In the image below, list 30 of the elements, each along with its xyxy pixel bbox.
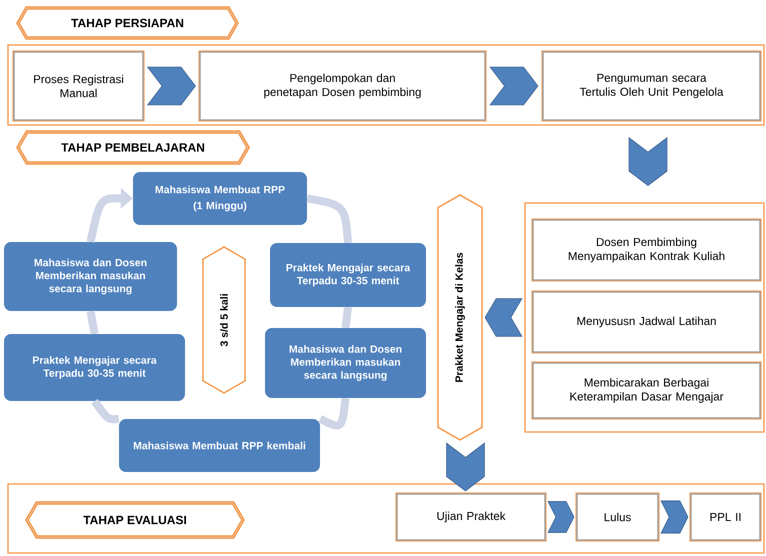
frame: [524, 202, 765, 433]
chevron-arrow: [660, 500, 688, 534]
step-box: Ujian Praktek: [396, 492, 546, 542]
chevron-arrow: [628, 136, 668, 186]
cycle-step-box: Mahasiswa dan Dosen Memberikan masukan secara langsung: [265, 328, 426, 398]
chevron-arrow: [489, 66, 538, 106]
frame: [7, 483, 765, 554]
cycle-step-box: Mahasiswa Membuat RPP (1 Minggu): [133, 172, 307, 225]
frame: [7, 44, 765, 126]
stage-banner: TAHAP PEMBELAJARAN: [16, 130, 250, 165]
step-box: Pengelompokan dan penetapan Dosen pembimbing: [198, 50, 486, 122]
cycle-step-box: Praktek Mengajar secara Terpadu 30-35 menit: [270, 243, 426, 307]
cycle-step-box: Praktek Mengajar secara Terpadu 30-35 menit: [4, 334, 185, 401]
stage-banner: TAHAP PERSIAPAN: [16, 6, 239, 40]
cycle-step-box: Mahasiswa dan Dosen Memberikan masukan secara langsung: [4, 242, 177, 311]
chevron-arrow: [446, 442, 485, 492]
step-box: Lulus: [576, 492, 660, 542]
chevron-arrow: [548, 501, 574, 533]
vertical-banner: Prakket Mengajar di Kelas: [437, 194, 483, 441]
step-box: Proses Registrasi Manual: [12, 50, 144, 122]
step-box: Membicarakan Berbagai Keterampilan Dasar Mengajar: [532, 362, 762, 420]
step-box: Dosen Pembimbing Menyampaikan Kontrak Kuliah: [532, 218, 762, 282]
chevron-arrow: [146, 66, 196, 106]
step-box: Pengumuman secara Tertulis Oleh Unit Pengelola: [542, 50, 762, 122]
step-box: PPL II: [690, 492, 762, 542]
vertical-banner: 3 s/d 5 kali: [202, 246, 246, 394]
chevron-arrow: [484, 298, 523, 337]
cycle-step-box: Mahasiswa Membuat RPP kembali: [119, 419, 320, 472]
step-box: Menyususn Jadwal Latihan: [532, 290, 762, 354]
stage-banner: TAHAP EVALUASI: [25, 501, 245, 539]
